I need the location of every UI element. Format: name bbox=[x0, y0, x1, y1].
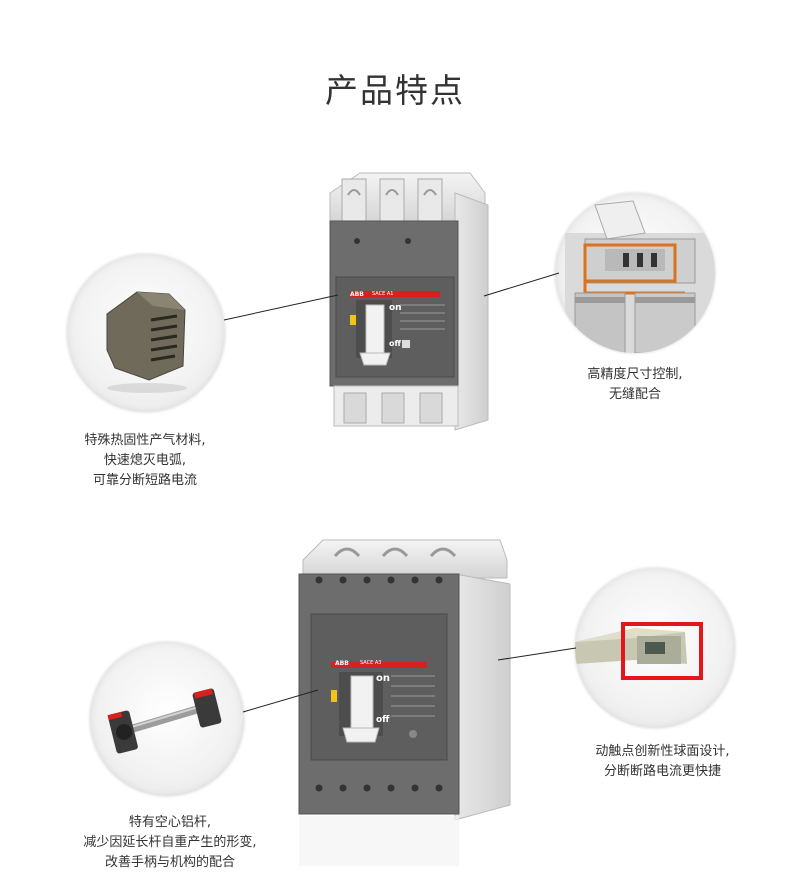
breaker-small-model: SACE A1 bbox=[372, 291, 394, 297]
feature-caption-moving-contact: 动触点创新性球面设计, 分断断路电流更快捷 bbox=[560, 742, 765, 782]
breaker-large-off-label: off bbox=[376, 715, 390, 725]
terminal-precision-detail-circle bbox=[555, 193, 715, 353]
breaker-small-image bbox=[329, 172, 489, 431]
terminal-precision-image bbox=[565, 200, 715, 353]
aluminium-rod-detail-circle bbox=[90, 642, 244, 796]
feature-caption-aluminium-rod: 特有空心铝杆, 减少因延长杆自重产生的形变, 改善手柄与机构的配合 bbox=[50, 813, 290, 873]
caption-line: 减少因延长杆自重产生的形变, bbox=[83, 835, 257, 850]
caption-line: 可靠分断短路电流 bbox=[92, 473, 197, 488]
aluminium-rod-image bbox=[107, 688, 222, 754]
caption-line: 特殊热固性产气材料, bbox=[84, 433, 206, 448]
caption-line: 分断断路电流更快捷 bbox=[603, 764, 721, 779]
breaker-small-off-label: off bbox=[389, 339, 401, 348]
breaker-large-image bbox=[298, 539, 511, 866]
breaker-small-on-label: on bbox=[389, 303, 402, 313]
breaker-large-on-label: on bbox=[376, 673, 390, 684]
caption-line: 改善手柄与机构的配合 bbox=[104, 855, 235, 870]
page-title: 产品特点 bbox=[325, 71, 465, 110]
caption-line: 高精度尺寸控制, bbox=[587, 367, 683, 382]
breaker-small-brand: ABB bbox=[350, 291, 364, 298]
feature-caption-precision: 高精度尺寸控制, 无缝配合 bbox=[540, 365, 730, 405]
breaker-large-brand: ABB bbox=[335, 660, 349, 667]
feature-caption-arc-chute: 特殊热固性产气材料, 快速熄灭电弧, 可靠分断短路电流 bbox=[40, 431, 250, 491]
caption-line: 特有空心铝杆, bbox=[128, 815, 212, 830]
arc-chute-image bbox=[106, 291, 187, 393]
caption-line: 无缝配合 bbox=[608, 387, 661, 402]
moving-contact-image bbox=[575, 622, 703, 680]
caption-line: 动触点创新性球面设计, bbox=[595, 744, 730, 759]
arc-chute-detail-circle bbox=[67, 254, 225, 412]
breaker-large-model: SACE A3 bbox=[360, 660, 382, 666]
moving-contact-detail-circle bbox=[575, 568, 735, 728]
caption-line: 快速熄灭电弧, bbox=[103, 453, 187, 468]
